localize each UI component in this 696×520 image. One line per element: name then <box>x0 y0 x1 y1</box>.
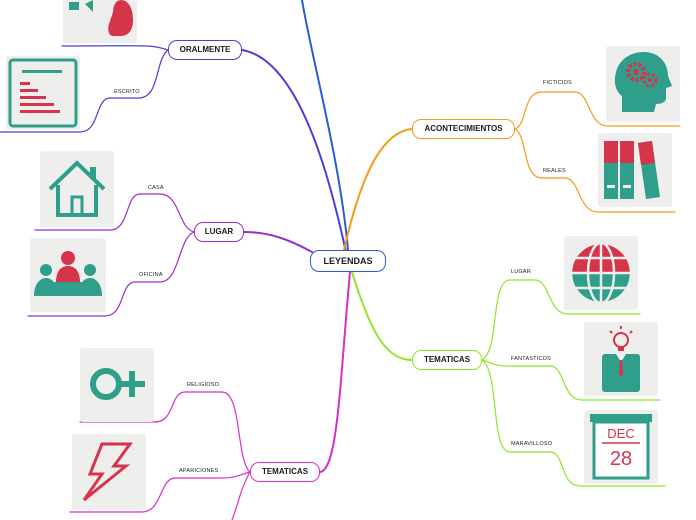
lightning-icon <box>72 434 146 510</box>
connector-top-offscreen <box>301 0 349 251</box>
connector-root-oralmente <box>241 49 347 253</box>
leaf-lugar[interactable]: LUGAR <box>511 269 531 275</box>
connector-root-acontecimientos <box>343 128 413 251</box>
calendar-month: DEC <box>607 426 634 441</box>
leaf-religioso[interactable]: RELIGIOSO <box>187 382 220 388</box>
branch-tematicas-right[interactable]: TEMATICAS <box>412 350 482 370</box>
connector-tem-maravilloso <box>481 359 666 487</box>
connector-tematicas-religioso <box>79 391 251 473</box>
brain-gears-icon <box>606 46 680 122</box>
female-symbol-icon <box>80 348 154 422</box>
connector-acont-reales <box>514 128 676 213</box>
leaf-ficticios[interactable]: FICTICIOS <box>543 80 572 86</box>
leaf-escrito[interactable]: ESCRITO <box>114 89 140 95</box>
branch-oralmente[interactable]: ORALMENTE <box>168 40 242 60</box>
calendar-day: 28 <box>610 448 632 470</box>
leaf-apariciones[interactable]: APARICIONES <box>179 468 219 474</box>
root-node[interactable]: LEYENDAS <box>310 250 386 272</box>
calendar-icon: DEC 28 <box>584 410 658 484</box>
house-icon <box>40 151 114 227</box>
connector-acont-ficticios <box>514 91 681 130</box>
connector-tem-lugar <box>481 279 641 361</box>
leaf-casa[interactable]: CASA <box>148 185 164 191</box>
branch-tematicas-left[interactable]: TEMATICAS <box>250 462 320 482</box>
meeting-icon <box>30 238 106 312</box>
binders-icon <box>598 133 672 207</box>
connector-tem-fantasticos <box>481 359 661 401</box>
leaf-oficina[interactable]: OFICINA <box>139 272 163 278</box>
connector-lugar-casa <box>34 193 195 233</box>
idea-person-icon <box>584 322 658 396</box>
connector-tematicas-bottom <box>231 471 251 520</box>
connector-root-tematicas-left <box>319 271 351 473</box>
connector-tematicas-apariciones <box>69 471 251 513</box>
connector-oralmente-top <box>61 45 169 51</box>
leaf-fantasticos[interactable]: FANTASTICOS <box>511 356 551 362</box>
connector-lugar-oficina <box>27 231 195 317</box>
branch-acontecimientos[interactable]: ACONTECIMIENTOS <box>412 119 515 139</box>
branch-lugar[interactable]: LUGAR <box>194 222 244 242</box>
connector-oralmente-escrito <box>0 49 169 133</box>
leaf-reales[interactable]: REALES <box>543 168 566 174</box>
connector-root-tematicas-right <box>351 271 413 361</box>
connector-root-lugar <box>243 231 313 253</box>
document-icon <box>6 56 80 130</box>
leaf-maravilloso[interactable]: MARAVILLOSO <box>511 441 553 447</box>
globe-icon <box>564 236 638 310</box>
speaking-megaphone-icon <box>63 0 137 43</box>
